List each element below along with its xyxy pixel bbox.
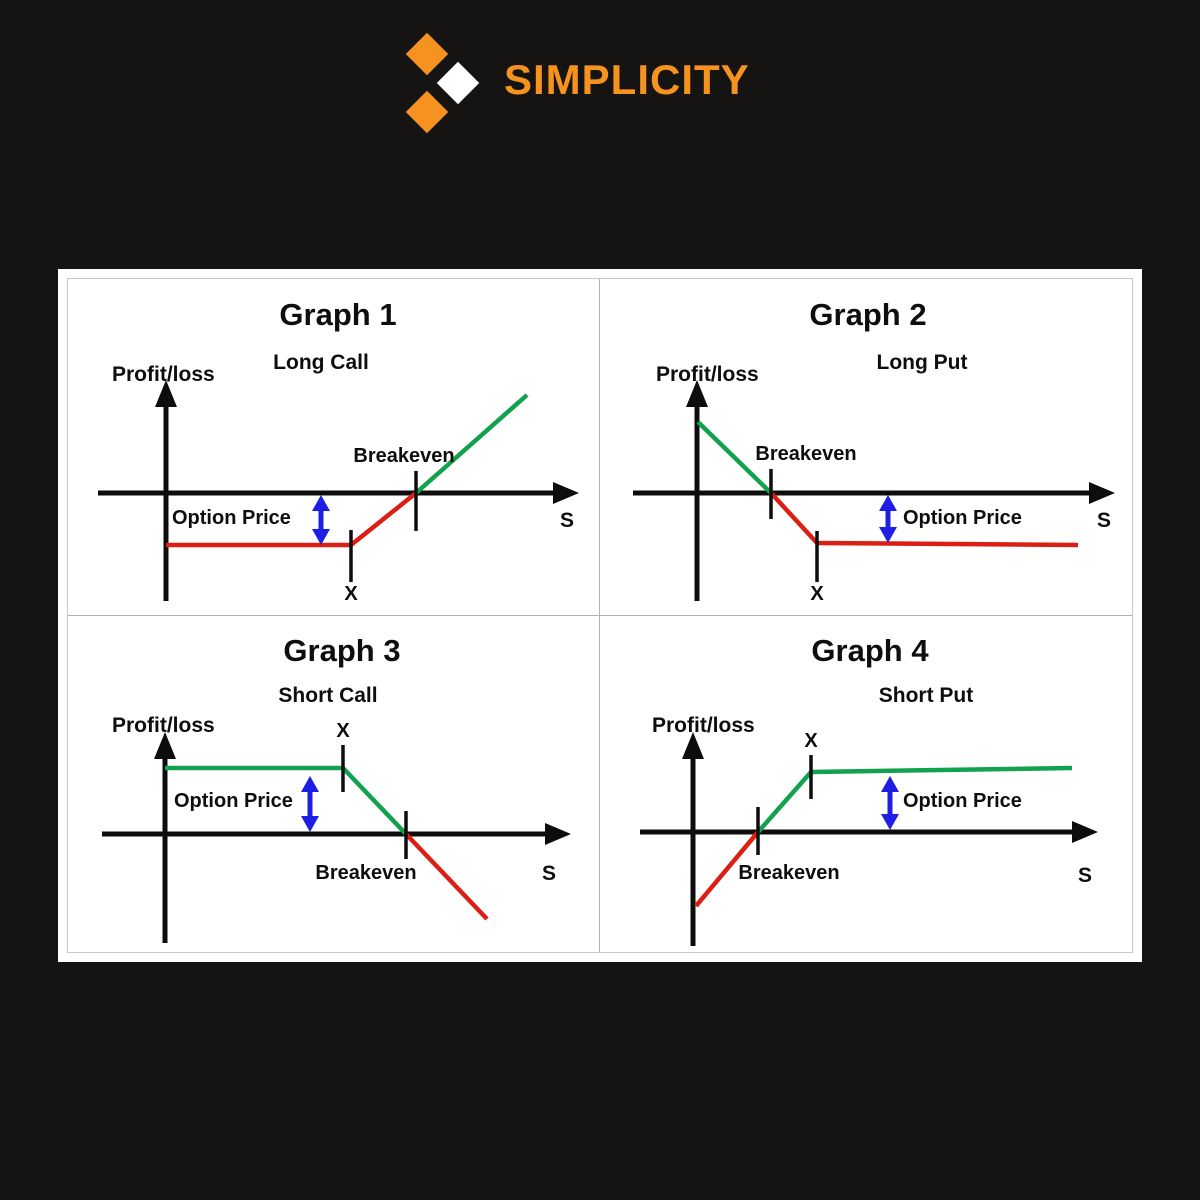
x-axis-arrow-icon bbox=[1089, 482, 1115, 504]
breakeven-label: Breakeven bbox=[755, 443, 857, 465]
y-axis-label: Profit/loss bbox=[112, 713, 215, 737]
graph3-plot bbox=[102, 731, 571, 943]
loss-line bbox=[694, 830, 760, 907]
arrow-up-icon bbox=[879, 495, 897, 511]
graph-title: Graph 1 bbox=[279, 297, 397, 332]
arrow-up-icon bbox=[301, 775, 319, 792]
arrow-down-icon bbox=[312, 529, 330, 545]
breakeven-label: Breakeven bbox=[353, 445, 455, 467]
graph4-short-put-panel: Graph 4 Short Put Profit/loss S Breakeve… bbox=[600, 616, 1132, 953]
diamond-icon bbox=[405, 90, 449, 134]
arrow-up-icon bbox=[312, 495, 330, 511]
loss-line bbox=[404, 831, 489, 921]
y-axis-label: Profit/loss bbox=[652, 713, 755, 737]
profit-line bbox=[414, 393, 529, 495]
diamond-icon bbox=[405, 32, 449, 76]
graph-title: Graph 2 bbox=[809, 297, 927, 332]
x-axis-arrow-icon bbox=[545, 822, 571, 845]
graph1-long-call-panel: Graph 1 Long Call Profit/loss S Breakeve… bbox=[68, 279, 600, 616]
x-axis-arrow-icon bbox=[553, 482, 579, 504]
option-price-label: Option Price bbox=[903, 507, 1022, 529]
graph-title: Graph 4 bbox=[811, 632, 929, 668]
profit-line bbox=[696, 420, 773, 495]
graph-subtitle: Long Call bbox=[273, 351, 369, 374]
logo: SIMPLICITY bbox=[0, 0, 1200, 150]
graph-subtitle: Short Call bbox=[278, 683, 378, 707]
strike-label: X bbox=[810, 583, 824, 605]
x-axis-label: S bbox=[542, 861, 557, 885]
y-axis-arrow-icon bbox=[682, 731, 704, 759]
breakeven-label: Breakeven bbox=[315, 861, 417, 884]
arrow-down-icon bbox=[879, 527, 897, 543]
graphs-grid: Graph 1 Long Call Profit/loss S Breakeve… bbox=[67, 278, 1133, 953]
graphs-panel: Graph 1 Long Call Profit/loss S Breakeve… bbox=[58, 269, 1142, 962]
y-axis-label: Profit/loss bbox=[112, 363, 215, 386]
graph2-long-put-panel: Graph 2 Long Put Profit/loss S Breakeven… bbox=[600, 279, 1132, 616]
x-axis-label: S bbox=[560, 509, 575, 532]
graph-subtitle: Long Put bbox=[876, 351, 968, 374]
y-axis-arrow-icon bbox=[154, 731, 176, 759]
y-axis-arrow-icon bbox=[686, 380, 708, 407]
option-price-label: Option Price bbox=[903, 789, 1022, 812]
graph2-plot bbox=[633, 380, 1115, 601]
strike-label: X bbox=[344, 583, 358, 605]
arrow-down-icon bbox=[881, 813, 899, 830]
arrow-down-icon bbox=[301, 815, 319, 832]
y-axis-arrow-icon bbox=[155, 380, 177, 407]
graph-title: Graph 3 bbox=[283, 632, 401, 668]
graph1-plot bbox=[98, 380, 579, 601]
arrow-up-icon bbox=[881, 775, 899, 792]
diamond-icon bbox=[436, 61, 480, 105]
breakeven-label: Breakeven bbox=[738, 861, 840, 884]
graph-subtitle: Short Put bbox=[878, 683, 974, 707]
strike-label: X bbox=[336, 719, 350, 742]
option-price-label: Option Price bbox=[174, 789, 293, 812]
x-axis-arrow-icon bbox=[1072, 820, 1098, 843]
graph3-short-call-panel: Graph 3 Short Call Profit/loss S Breakev… bbox=[68, 615, 600, 952]
option-price-label: Option Price bbox=[172, 507, 291, 529]
logo-text: SIMPLICITY bbox=[504, 56, 750, 103]
strike-label: X bbox=[804, 729, 818, 752]
x-axis-label: S bbox=[1078, 863, 1093, 887]
x-axis-label: S bbox=[1097, 509, 1112, 532]
y-axis-label: Profit/loss bbox=[656, 363, 759, 386]
graph4-plot bbox=[640, 731, 1098, 946]
